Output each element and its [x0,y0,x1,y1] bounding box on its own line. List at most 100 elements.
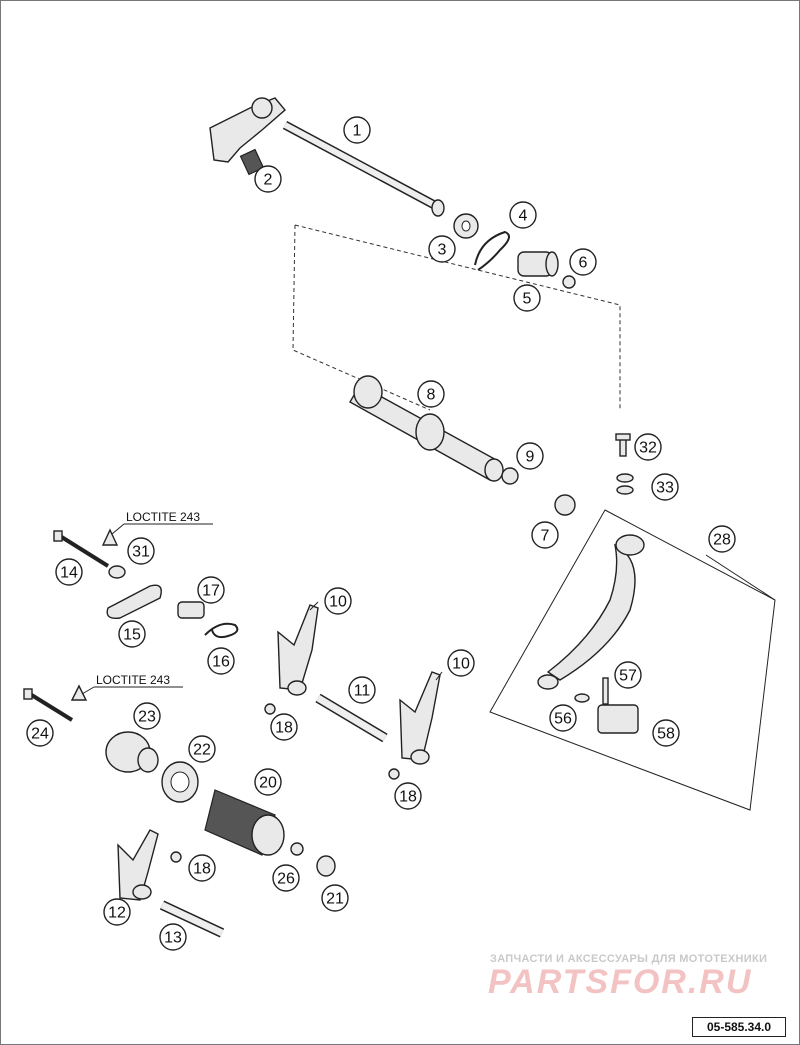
svg-text:8: 8 [427,387,436,404]
loctite-drop-1 [101,528,119,546]
part-screw-32 [615,433,631,457]
svg-text:31: 31 [132,544,150,561]
callout-4: 4 [509,201,537,229]
svg-text:26: 26 [277,871,295,888]
svg-text:32: 32 [639,440,657,457]
diagram-code: 05-585.34.0 [692,1017,786,1037]
callout-32: 32 [634,433,662,461]
svg-text:33: 33 [656,480,674,497]
part-bushing-5 [517,251,559,277]
svg-text:21: 21 [326,891,344,908]
part-footpeg-58 [597,704,639,734]
callout-13: 13 [159,923,187,951]
part-roller-18b [388,768,400,780]
svg-text:5: 5 [523,291,532,308]
svg-text:18: 18 [193,861,211,878]
part-bolt-14 [53,530,110,568]
svg-text:18: 18 [275,720,293,737]
part-roller-18c [170,851,182,863]
callout-33: 33 [651,473,679,501]
callout-10a: 10 [324,587,352,615]
part-shift-lever-28 [537,534,645,690]
callout-31: 31 [127,537,155,565]
svg-text:10: 10 [329,594,347,611]
loctite-label-2: LOCTITE 243 [96,673,170,687]
part-washers-33 [616,473,634,495]
part-shift-shaft [209,97,445,217]
callout-10b: 10 [447,649,475,677]
leader-lines [81,523,776,695]
part-bolt-24 [23,688,74,722]
callout-7: 7 [531,521,559,549]
part-shift-fork-12 [117,829,159,901]
part-axle-8 [349,375,504,482]
part-fork-rod-13 [159,900,225,938]
svg-text:11: 11 [354,683,371,700]
svg-text:22: 22 [193,742,211,759]
callout-26: 26 [272,864,300,892]
callout-16: 16 [207,647,235,675]
svg-text:17: 17 [202,583,220,600]
watermark-tagline: ЗАПЧАСТИ И АКСЕССУАРЫ ДЛЯ МОТОТЕХНИКИ [490,953,767,965]
part-shift-fork-10a [277,604,319,696]
svg-text:9: 9 [526,449,535,466]
callout-2: 2 [254,165,282,193]
svg-text:23: 23 [138,709,156,726]
svg-text:20: 20 [259,775,277,792]
part-washer-3 [453,213,479,239]
part-bushing-21 [316,855,336,877]
callout-15: 15 [118,620,146,648]
svg-text:15: 15 [123,627,141,644]
callout-18b: 18 [394,782,422,810]
svg-text:14: 14 [60,565,78,582]
svg-text:28: 28 [713,532,731,549]
callout-24: 24 [26,719,54,747]
callout-18c: 18 [188,854,216,882]
part-pin-57 [602,677,609,705]
callout-17: 17 [197,576,225,604]
callout-57: 57 [614,661,642,689]
callout-3: 3 [428,235,456,263]
callout-21: 21 [321,884,349,912]
callout-5: 5 [513,284,541,312]
callout-58: 58 [652,719,680,747]
part-washer-56 [574,693,590,703]
callout-20: 20 [254,768,282,796]
svg-text:10: 10 [452,656,470,673]
part-ring-6 [562,275,576,289]
part-spring-16 [204,622,239,639]
svg-text:16: 16 [212,654,230,671]
part-fork-rod-11 [315,693,388,743]
svg-text:3: 3 [438,242,447,259]
part-shift-fork-10b [399,671,441,765]
callout-18a: 18 [270,713,298,741]
part-bearing-22 [161,761,199,803]
callout-14: 14 [55,558,83,586]
callout-12: 12 [103,898,131,926]
callout-6: 6 [569,248,597,276]
svg-text:57: 57 [619,668,637,685]
part-bushing-17 [177,601,205,619]
part-washer-26 [290,842,304,856]
callout-56: 56 [549,704,577,732]
part-seal-9 [501,467,519,485]
svg-text:4: 4 [519,208,528,225]
svg-text:6: 6 [579,255,588,272]
watermark-logo: PARTSFOR.RU [488,963,752,1001]
svg-text:1: 1 [353,123,362,140]
svg-text:56: 56 [554,711,572,728]
svg-text:24: 24 [31,726,49,743]
svg-text:18: 18 [399,789,417,806]
assembly-box-28 [489,509,776,811]
part-spring-4 [474,230,510,271]
callout-28: 28 [708,525,736,553]
svg-text:12: 12 [108,905,126,922]
callout-8: 8 [417,380,445,408]
callout-11: 11 [348,676,376,704]
svg-text:7: 7 [541,528,550,545]
part-washer-31 [108,565,126,579]
loctite-drop-2 [70,684,88,701]
assembly-guide-line-2 [292,224,431,411]
svg-text:13: 13 [164,930,182,947]
callout-9: 9 [516,442,544,470]
